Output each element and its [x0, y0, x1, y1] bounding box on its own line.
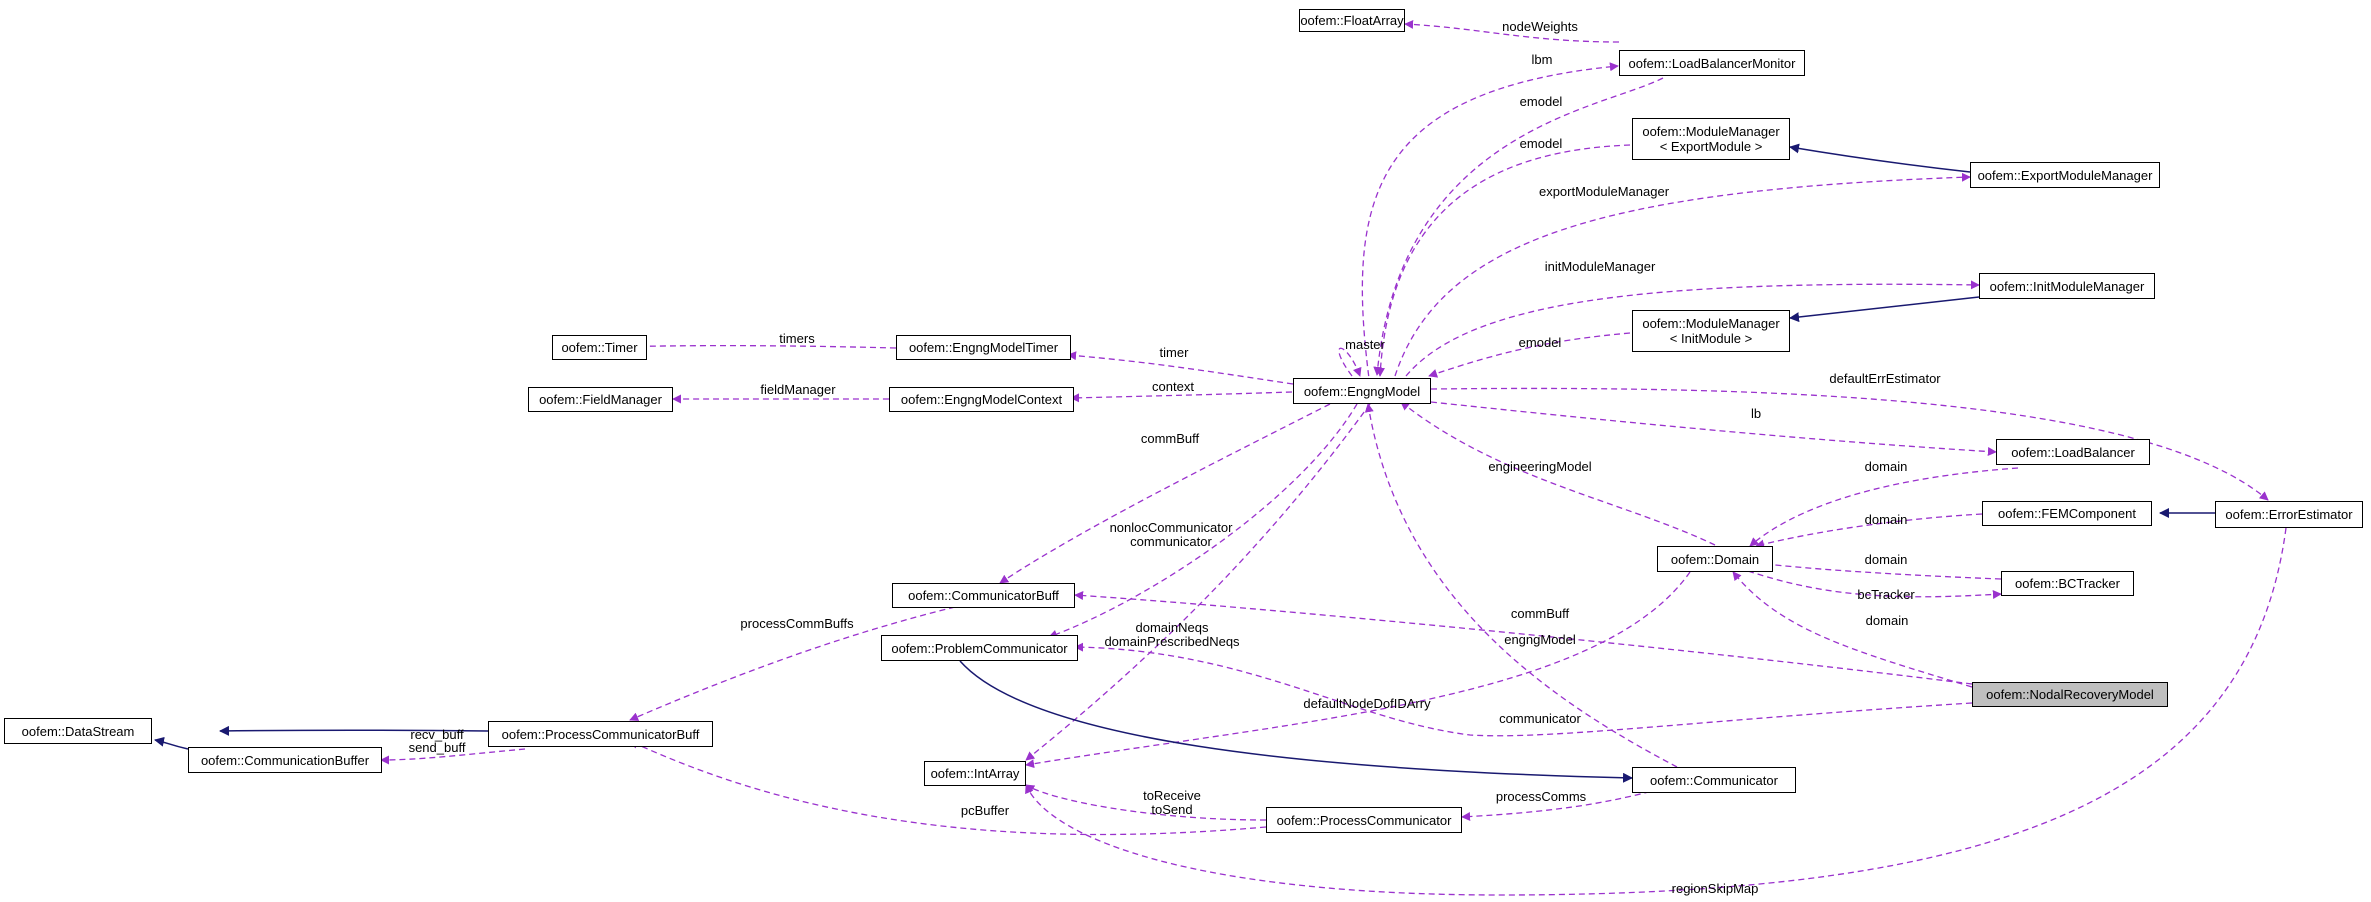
edge-bctracker	[1747, 570, 2002, 599]
edge-nodeweights	[1404, 19, 1620, 43]
label-timers: timers	[779, 331, 815, 346]
label-domain-nrm: domain	[1865, 613, 1909, 628]
node-engngmodel[interactable]: oofem::EngngModel	[1293, 378, 1431, 404]
label-context: context	[1152, 379, 1194, 394]
node-initmodulemanager[interactable]: oofem::InitModuleManager	[1979, 273, 2155, 299]
edge-emodel-lbm	[1373, 77, 1664, 376]
label-domainprescribedneqs: domainPrescribedNeqs	[1104, 634, 1240, 649]
label-nodeweights: nodeWeights	[1502, 19, 1578, 34]
edge-toreceive	[1025, 784, 1267, 821]
label-recv-buff: recv_buff	[410, 727, 464, 742]
label-regionskipmap: regionSkipMap	[1671, 881, 1759, 896]
node-engngmodeltimer[interactable]: oofem::EngngModelTimer	[896, 335, 1071, 360]
label-tosend: toSend	[1151, 802, 1193, 817]
edge-domain-fem	[1755, 513, 1983, 549]
edge-domain-lb	[1749, 467, 2019, 547]
edge-nonloccommunicator	[1048, 403, 1358, 639]
label-send-buff: send_buff	[408, 740, 466, 755]
label-communicator-nrm: communicator	[1499, 711, 1581, 726]
edge-inherit-initmodulemanager	[1789, 296, 1980, 323]
label-fieldmanager: fieldManager	[760, 382, 836, 397]
node-processcommunicator[interactable]: oofem::ProcessCommunicator	[1266, 807, 1462, 833]
edge-inherit-communicationbuffer	[154, 736, 189, 750]
label-commbuff-nrm: commBuff	[1510, 606, 1570, 621]
label-emodel-lbm: emodel	[1519, 94, 1563, 109]
label-processcommbuffs: processCommBuffs	[740, 616, 854, 631]
edge-commbuff-engng	[999, 403, 1331, 584]
node-loadbalancermonitor[interactable]: oofem::LoadBalancerMonitor	[1619, 50, 1805, 76]
edge-domain-nrm	[1732, 571, 1973, 688]
edge-inherit-processcommunicatorbuff	[219, 725, 489, 736]
edge-defaultnodedofidarry	[1025, 571, 1691, 769]
node-problemcommunicator[interactable]: oofem::ProblemCommunicator	[881, 635, 1078, 661]
label-domainneqs: domainNeqs	[1135, 620, 1209, 635]
label-exportmodulemanager: exportModuleManager	[1538, 184, 1670, 199]
node-domain[interactable]: oofem::Domain	[1657, 546, 1773, 572]
edge-regionskipmap	[1025, 527, 2287, 896]
label-master: master	[1345, 337, 1385, 352]
edge-pcbuffer	[629, 740, 1267, 836]
node-datastream[interactable]: oofem::DataStream	[4, 718, 152, 744]
edge-initmodulemanager	[1405, 280, 1980, 377]
node-femcomponent[interactable]: oofem::FEMComponent	[1982, 501, 2152, 526]
node-nodalrecoverymodel[interactable]: oofem::NodalRecoveryModel	[1972, 682, 2168, 707]
edge-processcommbuffs	[629, 606, 956, 721]
edge-send-buff	[380, 748, 526, 765]
node-timer[interactable]: oofem::Timer	[552, 335, 647, 360]
label-communicator-engng: communicator	[1130, 534, 1212, 549]
node-fieldmanager[interactable]: oofem::FieldManager	[528, 387, 673, 412]
label-timer: timer	[1159, 345, 1189, 360]
edge-context	[1070, 391, 1293, 403]
label-engngmodel-comm: engngModel	[1504, 632, 1576, 647]
edge-timers	[609, 342, 897, 352]
node-intarray[interactable]: oofem::IntArray	[924, 761, 1026, 786]
node-communicatorbuff[interactable]: oofem::CommunicatorBuff	[892, 583, 1075, 608]
label-nonloccommunicator: nonlocCommunicator	[1109, 520, 1233, 535]
edge-lb	[1430, 401, 1997, 456]
edge-emodel-init	[1428, 332, 1631, 378]
label-emodel-export: emodel	[1519, 136, 1563, 151]
edge-timer	[1067, 351, 1294, 385]
edge-inherit-exportmodulemanager	[1789, 143, 1971, 173]
edge-engngmodel-comm	[1364, 403, 1678, 768]
label-domain-bct: domain	[1864, 552, 1908, 567]
label-defaulterrestimator: defaultErrEstimator	[1829, 371, 1941, 386]
edge-lbm	[1361, 62, 1619, 387]
label-lbm: lbm	[1531, 52, 1553, 67]
label-pcbuffer: pcBuffer	[960, 803, 1010, 818]
edge-engineeringmodel	[1400, 401, 1716, 546]
node-floatarray[interactable]: oofem::FloatArray	[1299, 9, 1405, 32]
node-exportmodulemanager[interactable]: oofem::ExportModuleManager	[1970, 162, 2160, 188]
edge-processcomms	[1461, 788, 1661, 822]
label-processcomms: processComms	[1495, 789, 1587, 804]
label-domain-lb: domain	[1864, 459, 1908, 474]
node-errorestimator[interactable]: oofem::ErrorEstimator	[2215, 501, 2363, 528]
edge-defaulterrestimator	[1430, 387, 2269, 501]
node-modulemanager-init[interactable]: oofem::ModuleManager< InitModule >	[1632, 310, 1790, 352]
node-communicationbuffer[interactable]: oofem::CommunicationBuffer	[188, 747, 382, 773]
label-lb: lb	[1750, 406, 1762, 421]
edge-domainneqs	[1025, 403, 1371, 761]
node-engngmodelcontext[interactable]: oofem::EngngModelContext	[889, 387, 1074, 412]
label-domain-fem: domain	[1864, 512, 1908, 527]
label-engineeringmodel: engineeringModel	[1488, 459, 1592, 474]
node-bctracker[interactable]: oofem::BCTracker	[2001, 571, 2134, 596]
label-toreceive: toReceive	[1143, 788, 1201, 803]
label-initmodulemanager: initModuleManager	[1544, 259, 1656, 274]
edge-domain-bct	[1755, 559, 2002, 580]
edge-master	[1338, 347, 1362, 377]
edge-communicator-nrm	[1074, 642, 1973, 737]
node-communicator[interactable]: oofem::Communicator	[1632, 767, 1796, 793]
edge-emodel-export	[1375, 144, 1631, 377]
edge-commbuff-nrm	[1074, 591, 1973, 685]
label-emodel-init: emodel	[1518, 335, 1562, 350]
edge-inherit-problemcommunicator	[959, 660, 1633, 783]
node-loadbalancer[interactable]: oofem::LoadBalancer	[1996, 439, 2150, 465]
node-processcommunicatorbuff[interactable]: oofem::ProcessCommunicatorBuff	[488, 721, 713, 747]
label-commbuff-engng: commBuff	[1140, 431, 1200, 446]
node-modulemanager-export[interactable]: oofem::ModuleManager< ExportModule >	[1632, 118, 1790, 160]
label-defaultnodedofidarry: defaultNodeDofIDArry	[1303, 696, 1431, 711]
label-bctracker: bcTracker	[1857, 587, 1915, 602]
